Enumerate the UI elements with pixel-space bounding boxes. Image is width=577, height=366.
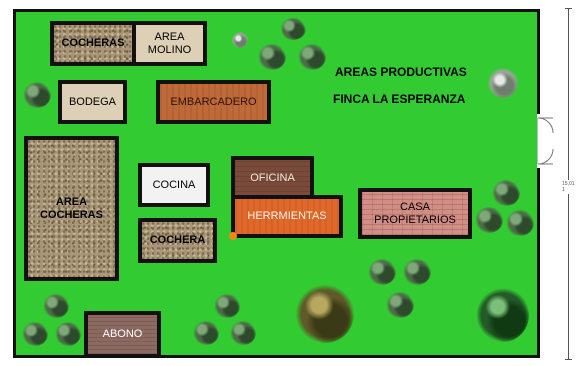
plan-title-line-2: FINCA LA ESPERANZA	[333, 92, 466, 106]
cochera-building[interactable]: COCHERA	[138, 218, 217, 263]
shrub-icon	[368, 259, 396, 285]
shrub-icon	[506, 210, 534, 236]
shrub-icon	[230, 321, 256, 345]
cocina-label: COCINA	[152, 178, 196, 191]
shrub-icon	[232, 32, 248, 48]
shrub-icon	[386, 292, 414, 318]
shrub-icon	[43, 294, 69, 318]
marker-icon	[229, 232, 237, 240]
casa-propietarios-building[interactable]: CASA PROPIETARIOS	[358, 188, 472, 239]
shrub-icon	[22, 322, 48, 346]
shrub-icon	[298, 44, 326, 70]
shrub-icon	[214, 294, 240, 318]
shrub-icon	[475, 207, 503, 233]
shrub-icon	[258, 44, 286, 70]
cochera-label: COCHERA	[149, 234, 206, 247]
area-molino-building[interactable]: AREA MOLINO	[132, 21, 207, 66]
shrub-icon	[23, 82, 51, 108]
shrub-icon	[492, 180, 520, 206]
shrub-icon	[280, 18, 306, 40]
casa-propietarios-label: CASA PROPIETARIOS	[374, 200, 456, 226]
area-molino-label: AREA MOLINO	[147, 30, 192, 56]
cocheras-label: COCHERAS	[61, 37, 125, 50]
oficina-label: OFICINA	[250, 172, 295, 185]
herrmientas-label: HERRMIENTAS	[247, 210, 327, 223]
shrub-icon	[488, 68, 518, 98]
cocheras-building[interactable]: COCHERAS	[50, 21, 136, 66]
area-cocheras-building[interactable]: AREA COCHERAS	[24, 136, 119, 281]
tree-icon	[296, 285, 354, 343]
cocina-building[interactable]: COCINA	[138, 163, 210, 207]
door-swing-icon	[537, 114, 567, 168]
bodega-label: BODEGA	[68, 95, 117, 108]
herrmientas-building[interactable]: HERRMIENTAS	[231, 195, 343, 238]
shrub-icon	[55, 322, 81, 346]
abono-label: ABONO	[102, 328, 143, 341]
dimension-label: 15,01 1	[562, 180, 577, 194]
embarcadero-building[interactable]: EMBARCADERO	[156, 80, 271, 124]
bodega-building[interactable]: BODEGA	[58, 80, 127, 124]
area-cocheras-label: AREA COCHERAS	[40, 195, 103, 221]
abono-building[interactable]: ABONO	[84, 311, 161, 358]
tree-icon	[477, 288, 529, 342]
shrub-icon	[193, 321, 219, 345]
embarcadero-label: EMBARCADERO	[170, 95, 257, 108]
plan-title-line-1: AREAS PRODUCTIVAS	[335, 65, 467, 79]
shrub-icon	[403, 259, 431, 285]
